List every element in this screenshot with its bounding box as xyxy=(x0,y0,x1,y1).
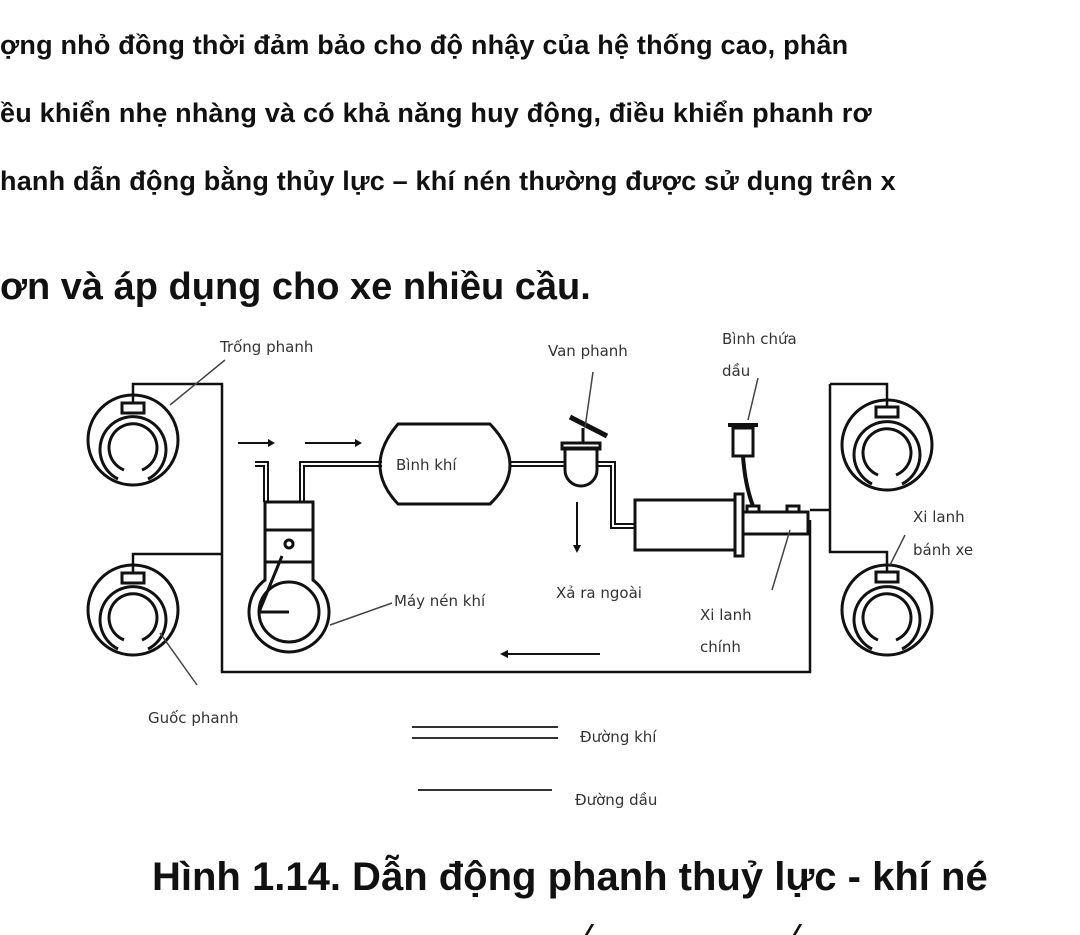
brake-system-diagram: Trống phanh Guốc phanh Bình khí Máy nén … xyxy=(86,330,973,809)
booster-cylinder-icon xyxy=(633,498,737,552)
label-master-cylinder-1: Xi lanh xyxy=(700,606,752,624)
figure-caption: Hình 1.14. Dẫn động phanh thuỷ lực - khí… xyxy=(152,855,988,899)
paragraph-line-3: hanh dẫn động bằng thủy lực – khí nén th… xyxy=(0,166,896,196)
master-cylinder-icon xyxy=(741,510,810,536)
legend-air-label: Đường khí xyxy=(580,728,657,746)
flow-arrows xyxy=(238,442,600,655)
legend-oil-label: Đường dầu xyxy=(575,791,657,809)
legend xyxy=(412,726,558,791)
brake-valve-icon xyxy=(560,414,609,488)
label-master-cylinder-2: chính xyxy=(700,638,741,656)
paragraph-continuation: ơn và áp dụng cho xe nhiều cầu. xyxy=(0,266,591,308)
air-tank-icon xyxy=(378,422,512,506)
label-brake-valve: Van phanh xyxy=(548,342,628,360)
brake-drum-front-right-icon xyxy=(840,398,934,492)
brake-drum-rear-left-icon xyxy=(86,563,180,657)
label-drum: Trống phanh xyxy=(219,338,313,356)
label-air-tank: Bình khí xyxy=(396,456,457,474)
brake-drum-front-left-icon xyxy=(86,393,180,487)
label-shoe: Guốc phanh xyxy=(148,709,239,727)
oil-reservoir-icon xyxy=(728,423,758,507)
paragraph-line-1: ợng nhỏ đồng thời đảm bảo cho độ nhậy củ… xyxy=(0,30,849,60)
paragraph-line-2: ều khiển nhẹ nhàng và có khả năng huy độ… xyxy=(0,98,872,128)
partial-next-line-mark xyxy=(792,924,809,935)
label-wheel-cylinder-2: bánh xe xyxy=(913,541,973,559)
brake-drum-rear-right-icon xyxy=(840,563,934,657)
label-wheel-cylinder-1: Xi lanh xyxy=(913,508,965,526)
partial-next-line-mark xyxy=(584,924,601,935)
label-oil-reservoir-2: dầu xyxy=(722,362,750,380)
air-compressor-icon xyxy=(247,500,331,654)
label-compressor: Máy nén khí xyxy=(394,592,486,610)
label-exhaust: Xả ra ngoài xyxy=(556,584,642,602)
label-oil-reservoir-1: Bình chứa xyxy=(722,330,797,348)
